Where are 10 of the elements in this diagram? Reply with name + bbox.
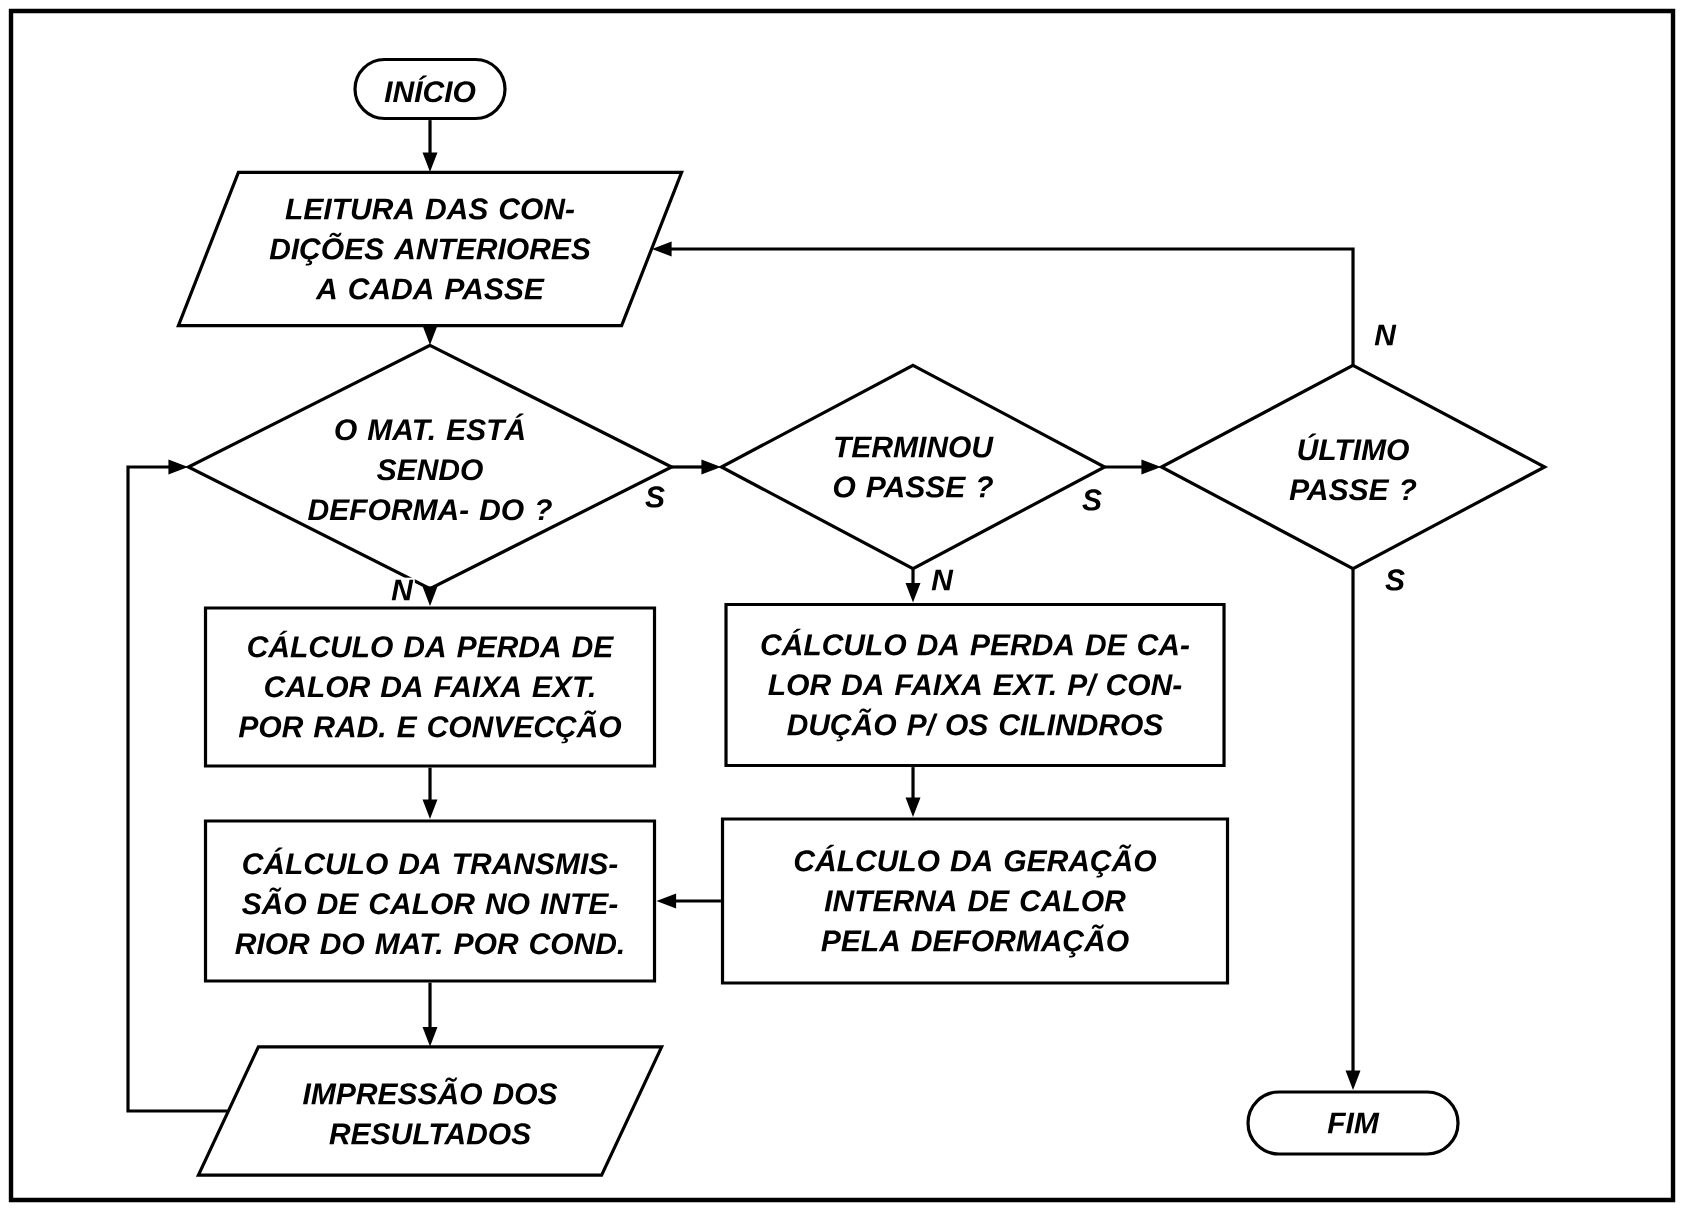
arrow: [126, 459, 229, 1113]
process-box: CÁLCULO DA GERAÇÃO INTERNA DE CALOR PELA DEFORMAÇÃO: [720, 817, 1230, 985]
process-box: CÁLCULO DA TRANSMIS- SÃO DE CALOR NO INTE- RIOR DO MAT. POR COND.: [203, 819, 657, 983]
edge-label: S: [1080, 487, 1104, 513]
edge-label: N: [389, 577, 415, 603]
input-output-parallelogram: LEITURA DAS CON- DIÇÕES ANTERIORES A CADA PASSE: [176, 170, 684, 328]
edge-label: N: [1372, 322, 1398, 348]
edge-label: S: [643, 484, 667, 510]
process-box: CÁLCULO DA PERDA DE CA- LOR DA FAIXA EXT. P/ CON- DUÇÃO P/ OS CILINDROS: [724, 602, 1226, 768]
process-box: CÁLCULO DA PERDA DE CALOR DA FAIXA EXT. POR RAD. E CONVECÇÃO: [203, 606, 657, 768]
